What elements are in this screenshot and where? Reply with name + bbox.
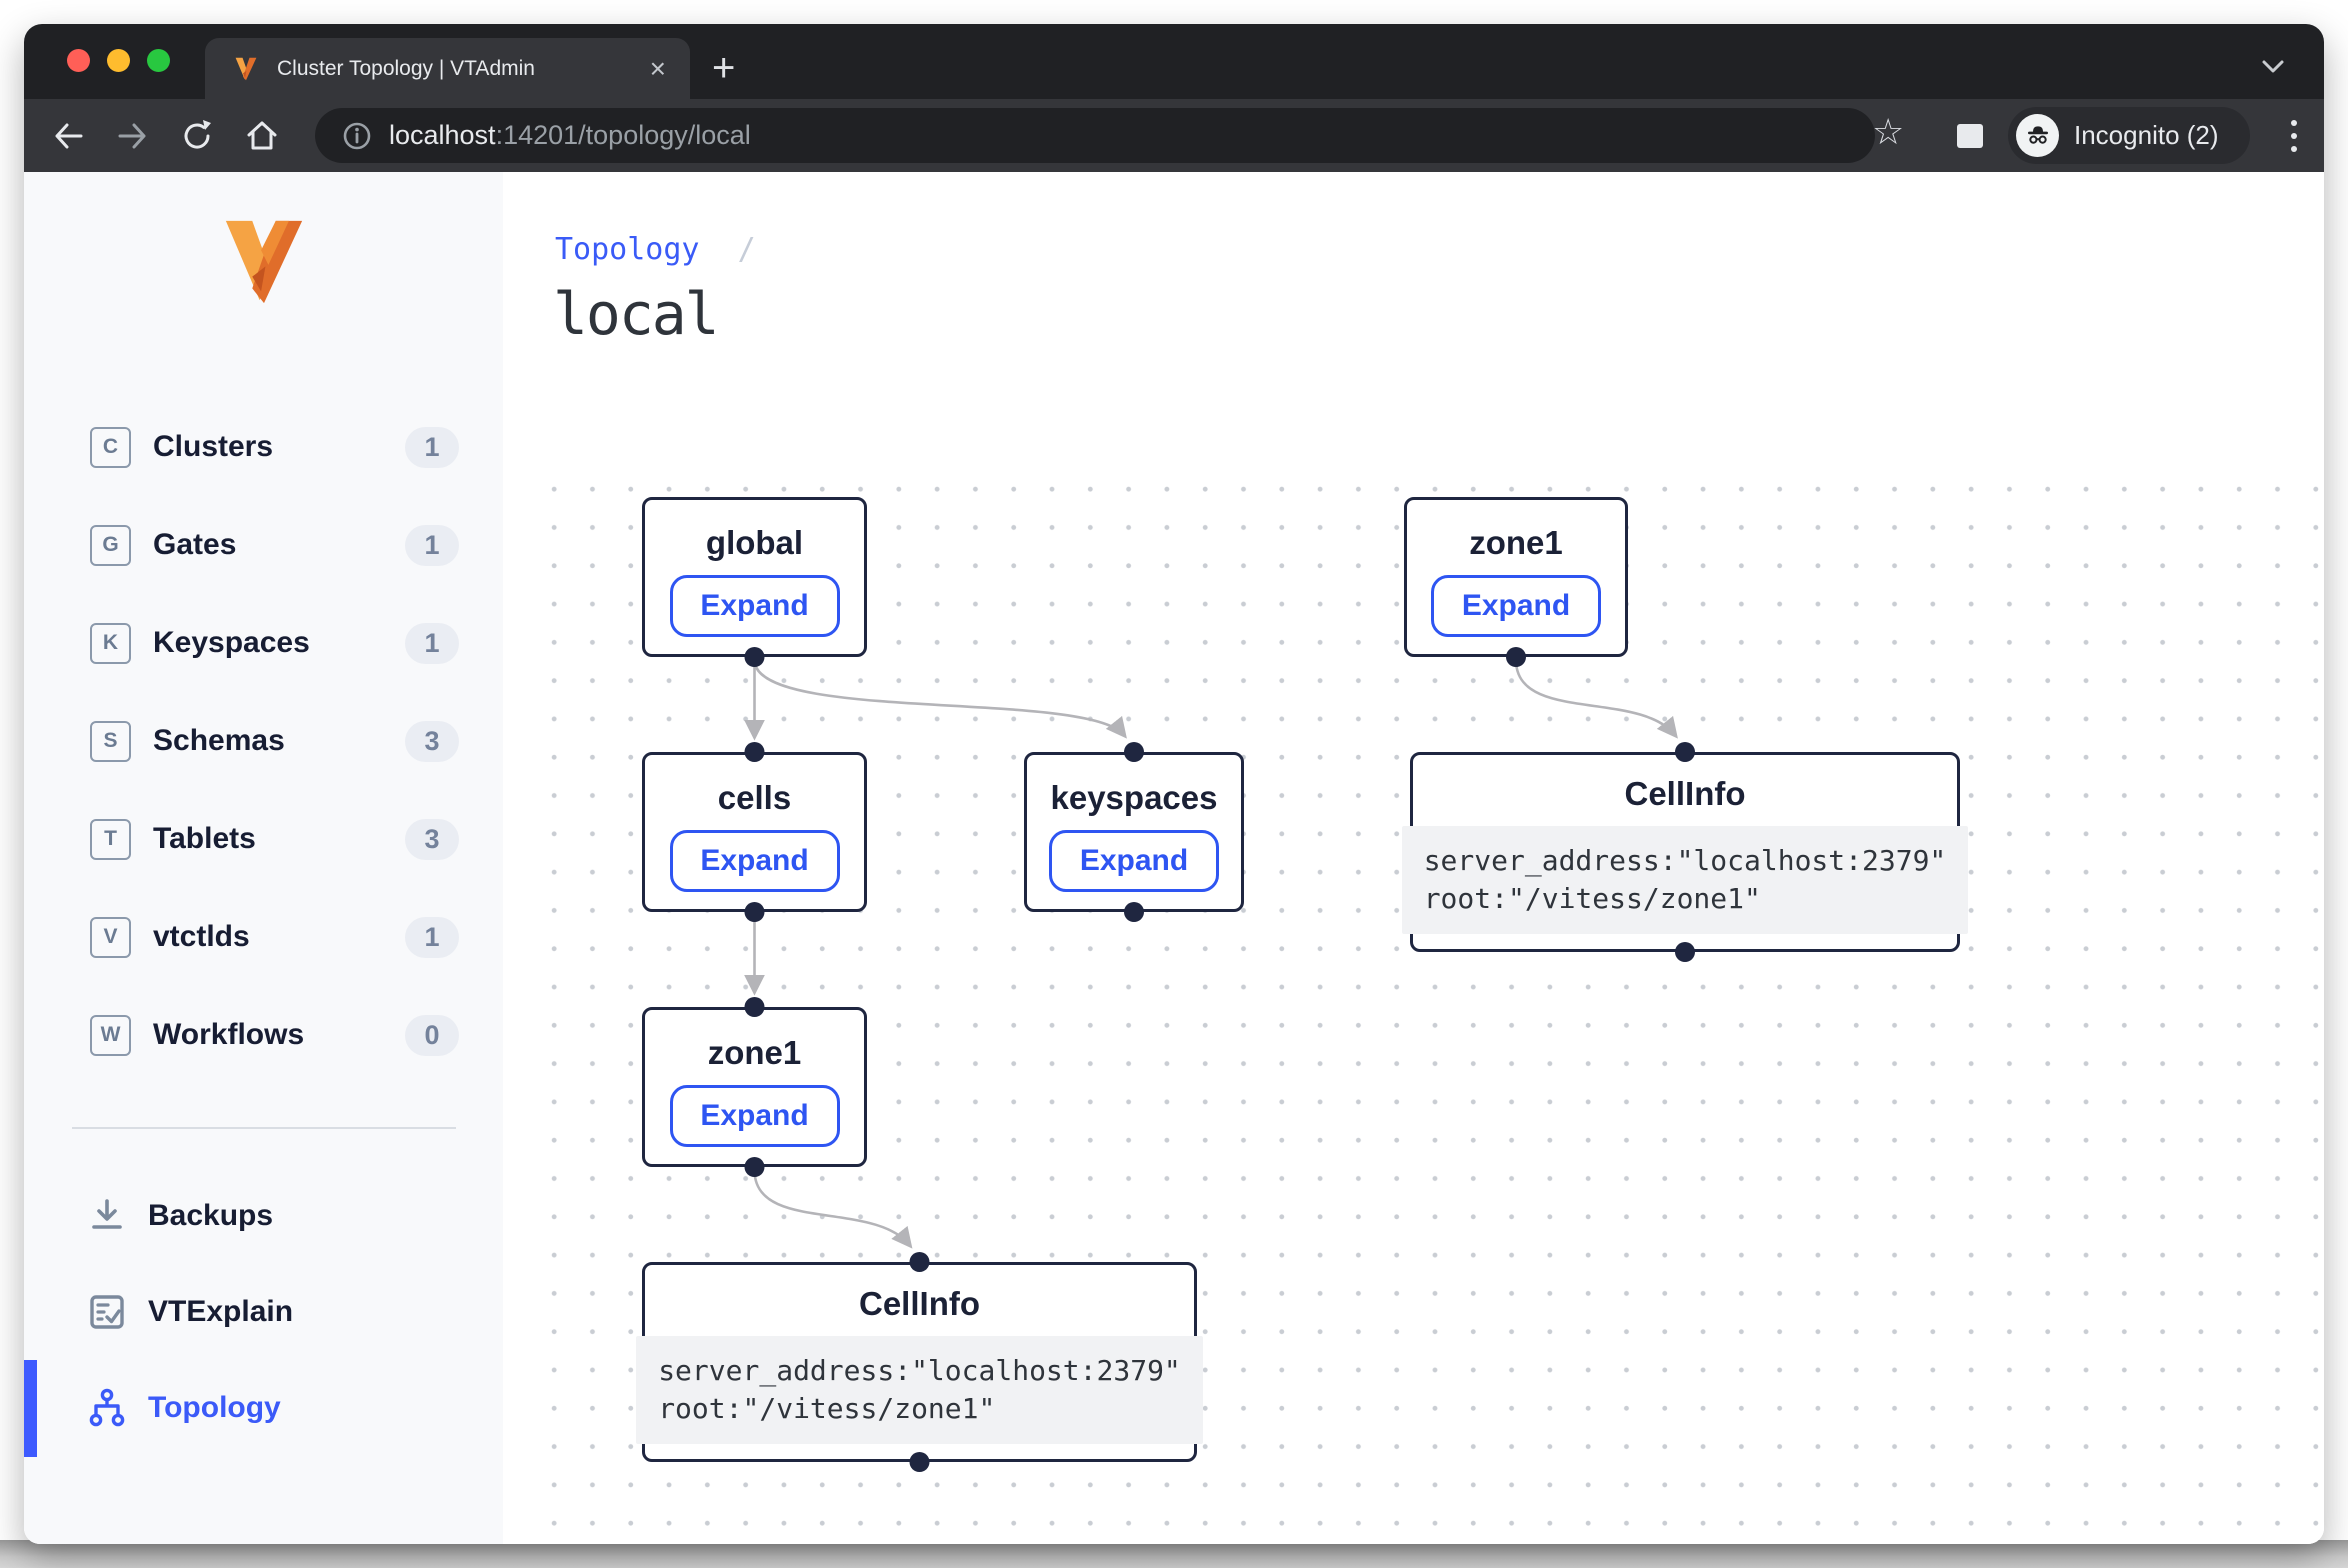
url-path: :14201/topology/local xyxy=(496,120,751,150)
tab-close-icon[interactable]: × xyxy=(650,55,666,83)
active-item-indicator xyxy=(24,1360,37,1457)
node-zone1-cell: zone1Expand xyxy=(642,1007,867,1167)
browser-toolbar: localhost:14201/topology/local ☆ Incogni… xyxy=(24,99,2324,172)
expand-button[interactable]: Expand xyxy=(670,575,840,637)
page-content: CClusters1GGates1KKeyspaces1SSchemas3TTa… xyxy=(24,172,2324,1544)
count-badge: 0 xyxy=(405,1015,459,1056)
breadcrumb-separator: / xyxy=(738,232,756,267)
node-cellinfo-local: CellInfoserver_address:"localhost:2379" … xyxy=(642,1262,1197,1462)
tablets-letter-icon: T xyxy=(90,819,131,860)
reload-icon[interactable] xyxy=(179,118,215,154)
sidebar-item-clusters[interactable]: C Clusters 1 xyxy=(24,398,503,496)
page-title: local xyxy=(553,280,718,348)
tab-search-chevron-icon[interactable] xyxy=(2258,56,2288,78)
sidebar-item-vtexplain[interactable]: VTExplain xyxy=(24,1264,503,1360)
sidebar-item-label: Backups xyxy=(148,1199,273,1233)
count-badge: 1 xyxy=(405,427,459,468)
forward-icon[interactable] xyxy=(115,118,151,154)
cellinfo-code: server_address:"localhost:2379" root:"/v… xyxy=(636,1336,1203,1444)
tab-title: Cluster Topology | VTAdmin xyxy=(277,57,535,81)
sidebar-item-label: Workflows xyxy=(153,1018,304,1052)
url-host: localhost xyxy=(389,120,496,150)
sidebar-item-label: Tablets xyxy=(153,822,256,856)
close-window-button[interactable] xyxy=(67,49,90,72)
gates-letter-icon: G xyxy=(90,525,131,566)
breadcrumb: Topology / xyxy=(555,232,756,267)
sidebar-item-label: VTExplain xyxy=(148,1295,293,1329)
sidebar-item-schemas[interactable]: S Schemas 3 xyxy=(24,692,503,790)
zoom-window-button[interactable] xyxy=(147,49,170,72)
url-bar[interactable]: localhost:14201/topology/local xyxy=(315,108,1875,163)
node-title: CellInfo xyxy=(1625,775,1746,813)
workflows-letter-icon: W xyxy=(90,1015,131,1056)
bookmark-star-icon[interactable]: ☆ xyxy=(1872,112,1904,153)
vitess-logo xyxy=(220,216,308,308)
sidebar: CClusters1GGates1KKeyspaces1SSchemas3TTa… xyxy=(24,172,504,1544)
browser-tab-bar: Cluster Topology | VTAdmin × + xyxy=(24,24,2324,99)
expand-button[interactable]: Expand xyxy=(1431,575,1601,637)
node-cells: cellsExpand xyxy=(642,752,867,912)
new-tab-button[interactable]: + xyxy=(712,48,735,88)
site-info-icon[interactable] xyxy=(341,120,373,152)
sidebar-item-backups[interactable]: Backups xyxy=(24,1168,503,1264)
sidebar-item-label: Gates xyxy=(153,528,236,562)
breadcrumb-topology-link[interactable]: Topology xyxy=(555,232,700,267)
node-title: cells xyxy=(718,779,791,817)
back-icon[interactable] xyxy=(50,118,86,154)
sidebar-item-label: Clusters xyxy=(153,430,273,464)
sidebar-item-tablets[interactable]: T Tablets 3 xyxy=(24,790,503,888)
node-title: zone1 xyxy=(1469,524,1563,562)
sidebar-item-label: Keyspaces xyxy=(153,626,310,660)
node-keyspaces: keyspacesExpand xyxy=(1024,752,1244,912)
node-title: global xyxy=(706,524,803,562)
vitess-favicon xyxy=(233,55,259,83)
vtctlds-letter-icon: V xyxy=(90,917,131,958)
node-title: zone1 xyxy=(708,1034,802,1072)
active-tab[interactable]: Cluster Topology | VTAdmin × xyxy=(205,38,690,99)
main-panel: Topology / local globalExpandzone1Expand… xyxy=(503,172,2324,1544)
sidebar-item-gates[interactable]: G Gates 1 xyxy=(24,496,503,594)
keyspaces-letter-icon: K xyxy=(90,623,131,664)
schemas-letter-icon: S xyxy=(90,721,131,762)
desktop-background xyxy=(0,1540,2348,1568)
count-badge: 1 xyxy=(405,623,459,664)
sidebar-item-label: Schemas xyxy=(153,724,285,758)
sidebar-item-workflows[interactable]: W Workflows 0 xyxy=(24,986,503,1084)
clusters-letter-icon: C xyxy=(90,427,131,468)
browser-window: Cluster Topology | VTAdmin × + xyxy=(24,24,2324,1544)
home-icon[interactable] xyxy=(244,118,280,154)
browser-menu-icon[interactable] xyxy=(2274,114,2314,158)
expand-button[interactable]: Expand xyxy=(1049,830,1219,892)
url-text: localhost:14201/topology/local xyxy=(389,120,751,151)
count-badge: 3 xyxy=(405,819,459,860)
download-icon xyxy=(86,1195,128,1237)
count-badge: 1 xyxy=(405,917,459,958)
node-title: CellInfo xyxy=(859,1285,980,1323)
sidebar-item-label: Topology xyxy=(148,1391,281,1425)
node-zone1-top: zone1Expand xyxy=(1404,497,1628,657)
incognito-icon xyxy=(2016,114,2059,157)
expand-button[interactable]: Expand xyxy=(670,830,840,892)
count-badge: 3 xyxy=(405,721,459,762)
sidebar-divider xyxy=(72,1127,456,1129)
cellinfo-code: server_address:"localhost:2379" root:"/v… xyxy=(1402,826,1969,934)
count-badge: 1 xyxy=(405,525,459,566)
incognito-badge[interactable]: Incognito (2) xyxy=(2008,107,2250,164)
minimize-window-button[interactable] xyxy=(107,49,130,72)
node-global: globalExpand xyxy=(642,497,867,657)
doc-check-icon xyxy=(86,1291,128,1333)
topology-icon xyxy=(86,1387,128,1429)
side-panel-icon[interactable] xyxy=(1952,118,1988,154)
sidebar-item-label: vtctlds xyxy=(153,920,250,954)
sidebar-item-topology[interactable]: Topology xyxy=(24,1360,503,1456)
node-title: keyspaces xyxy=(1051,779,1218,817)
sidebar-item-vtctlds[interactable]: Vvtctlds 1 xyxy=(24,888,503,986)
sidebar-item-keyspaces[interactable]: K Keyspaces 1 xyxy=(24,594,503,692)
node-cellinfo-zone1: CellInfoserver_address:"localhost:2379" … xyxy=(1410,752,1960,952)
expand-button[interactable]: Expand xyxy=(670,1085,840,1147)
incognito-label: Incognito (2) xyxy=(2074,120,2219,151)
